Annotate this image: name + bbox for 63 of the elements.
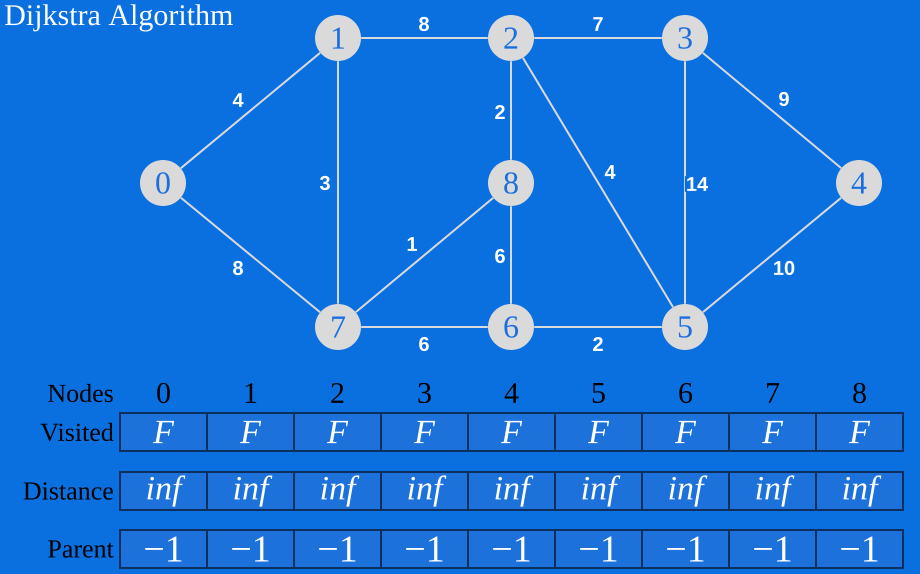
table-cell: −1 bbox=[641, 529, 730, 569]
column-header: 5 bbox=[592, 383, 605, 403]
edge-label: 10 bbox=[772, 260, 796, 276]
table-cell: F bbox=[728, 412, 817, 452]
column-header: 4 bbox=[504, 383, 519, 403]
edge-line bbox=[684, 61, 686, 304]
column-header: 3 bbox=[418, 382, 431, 404]
table-cell: F bbox=[293, 412, 382, 452]
column-header: 1 bbox=[246, 383, 256, 403]
edge-line bbox=[702, 52, 842, 169]
table-cell: F bbox=[815, 412, 904, 452]
edge-line bbox=[702, 197, 842, 313]
table-cell: F bbox=[467, 412, 556, 452]
table-cell: −1 bbox=[815, 529, 904, 569]
edge-line bbox=[534, 326, 662, 328]
table-cell: inf bbox=[467, 471, 556, 511]
edge-label: 2 bbox=[493, 104, 507, 120]
edge-line bbox=[180, 52, 321, 169]
table-cell: inf bbox=[380, 471, 469, 511]
column-header: 0 bbox=[157, 382, 170, 404]
table-cell: −1 bbox=[206, 529, 295, 569]
edge-label: 14 bbox=[684, 176, 710, 192]
table-cell: inf bbox=[554, 471, 643, 511]
column-header: 2 bbox=[331, 383, 344, 403]
table-cell: −1 bbox=[554, 529, 643, 569]
table-cell: F bbox=[554, 412, 643, 452]
title: Dijkstra Algorithm bbox=[5, 4, 233, 32]
table-cell: −1 bbox=[119, 529, 208, 569]
table-cell: F bbox=[206, 412, 295, 452]
table-cell: F bbox=[641, 412, 730, 452]
table-cell: inf bbox=[206, 471, 295, 511]
edge-line bbox=[534, 37, 662, 39]
column-header: 6 bbox=[679, 382, 692, 404]
column-header: 8 bbox=[853, 382, 866, 404]
table-cell: inf bbox=[815, 471, 904, 511]
row-label: Visited bbox=[40, 422, 114, 442]
edge-label: 1 bbox=[405, 236, 419, 252]
table-cell: inf bbox=[641, 471, 730, 511]
table-cell: −1 bbox=[728, 529, 817, 569]
table-cell: −1 bbox=[380, 529, 469, 569]
edge-line bbox=[510, 206, 512, 304]
table-cell: −1 bbox=[467, 529, 556, 569]
row-label: Distance bbox=[24, 482, 113, 500]
edge-line bbox=[337, 61, 339, 304]
edge-line bbox=[510, 61, 512, 160]
table-cell: inf bbox=[293, 471, 382, 511]
edge-line bbox=[522, 57, 674, 308]
edge-label: 4 bbox=[231, 92, 245, 108]
table-cell: inf bbox=[728, 471, 817, 511]
edge-line bbox=[361, 37, 488, 39]
edge-label: 4 bbox=[603, 164, 617, 180]
edge-line bbox=[355, 197, 494, 313]
edge-line bbox=[180, 196, 321, 314]
table-cell: inf bbox=[119, 471, 208, 511]
table-cell: F bbox=[119, 412, 208, 452]
edge-line bbox=[361, 326, 488, 328]
row-label: Parent bbox=[48, 540, 114, 558]
table-cell: −1 bbox=[293, 529, 382, 569]
edge-label: 7 bbox=[591, 16, 605, 32]
column-header: 7 bbox=[766, 383, 780, 403]
row-label: Nodes bbox=[48, 384, 113, 402]
table-cell: F bbox=[380, 412, 469, 452]
edge-label: 2 bbox=[591, 336, 605, 352]
